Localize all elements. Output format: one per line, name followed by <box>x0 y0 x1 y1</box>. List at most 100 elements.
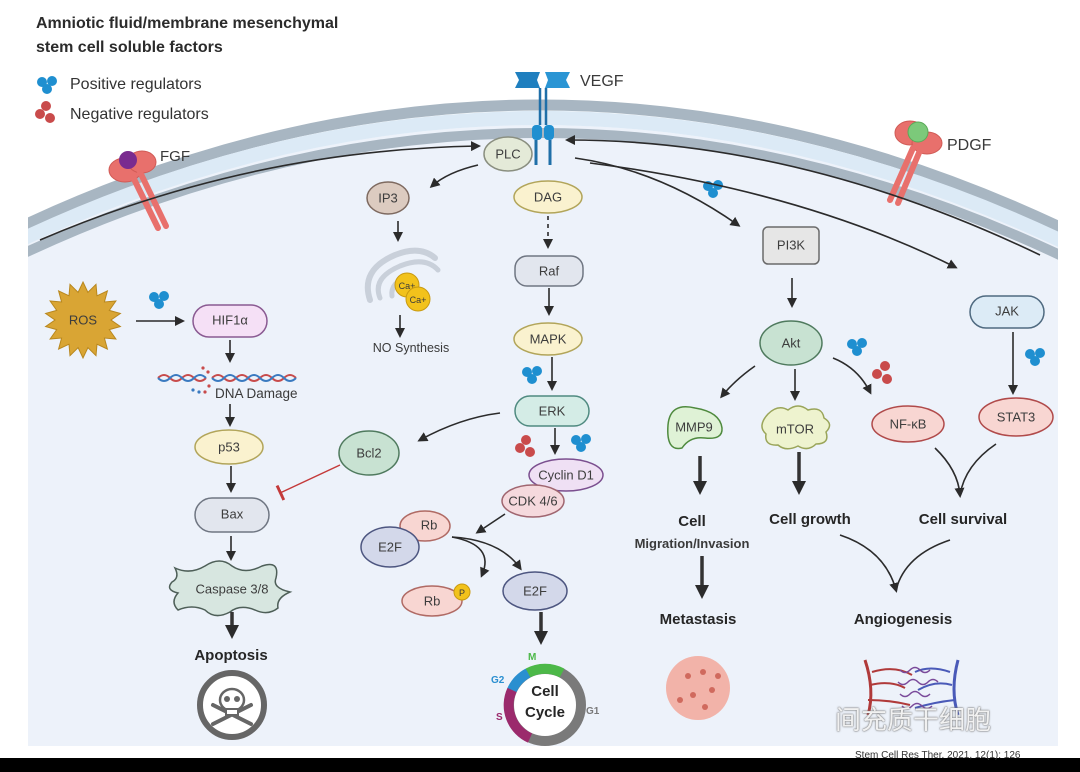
footer-bar <box>0 758 1080 772</box>
node-raf: Raf <box>514 255 584 287</box>
svg-text:E2F: E2F <box>378 539 402 554</box>
svg-text:PI3K: PI3K <box>777 237 806 252</box>
svg-text:JAK: JAK <box>995 303 1019 318</box>
svg-text:Cyclin D1: Cyclin D1 <box>538 467 594 482</box>
svg-text:Akt: Akt <box>782 335 801 350</box>
skull-crossbones-icon <box>197 670 267 740</box>
node-nfkb: NF-κB <box>871 405 945 443</box>
svg-text:ROS: ROS <box>69 312 98 327</box>
fgf-label: FGF <box>160 148 190 165</box>
node-caspase: Caspase 3/8 <box>168 560 293 617</box>
node-ip3: IP3 <box>366 181 410 215</box>
apoptosis-label: Apoptosis <box>194 647 267 664</box>
cell-cycle-label-2: Cycle <box>525 704 565 721</box>
positive-regulator-icon <box>1025 348 1045 366</box>
node-mmp9: MMP9 <box>667 406 723 450</box>
svg-text:p53: p53 <box>218 439 240 454</box>
blood-vessel-network-icon <box>863 659 960 716</box>
citation: Stem Cell Res Ther. 2021, 12(1): 126 <box>855 750 1021 761</box>
calcium-ion-2: Ca+ <box>405 286 431 312</box>
stat3-to-survival-arrow <box>959 443 997 496</box>
complex-to-rb-arrow <box>451 536 490 578</box>
diagram-title-line1: Amniotic fluid/membrane mesenchymal <box>36 15 338 32</box>
node-erk: ERK <box>514 395 590 427</box>
svg-text:Raf: Raf <box>539 263 560 278</box>
node-plc: PLC <box>483 136 533 172</box>
vegf-label: VEGF <box>580 73 624 90</box>
phosphate-icon: P <box>453 583 471 601</box>
node-rb-phosphorylated: Rb <box>401 585 463 617</box>
cell-survival-label: Cell survival <box>919 511 1007 528</box>
node-stat3: STAT3 <box>978 397 1054 437</box>
node-bax: Bax <box>194 497 270 533</box>
pdgf-to-plc-arrow <box>565 135 1041 256</box>
metastasis-label: Metastasis <box>660 611 737 628</box>
diagram-title-line2: stem cell soluble factors <box>36 39 223 56</box>
cell-growth-label: Cell growth <box>769 511 851 528</box>
node-mapk: MAPK <box>513 322 583 356</box>
no-synthesis-label: NO Synthesis <box>373 341 449 355</box>
tumor-cluster-icon <box>666 656 730 720</box>
svg-text:Ca+: Ca+ <box>410 295 427 305</box>
svg-text:MMP9: MMP9 <box>675 419 713 434</box>
cell-cycle-label-1: Cell <box>531 683 559 700</box>
svg-text:Rb: Rb <box>421 517 438 532</box>
legend-negative: Negative regulators <box>35 101 209 123</box>
survival-to-angiogenesis-arrow <box>895 539 951 591</box>
node-e2f-free: E2F <box>502 571 568 611</box>
bcl2-inhibits-bax <box>275 464 341 501</box>
node-bcl2: Bcl2 <box>338 430 400 476</box>
plc-to-ip3-arrow <box>429 164 479 188</box>
phase-g1-label: G1 <box>586 706 600 717</box>
svg-text:NF-κB: NF-κB <box>890 416 927 431</box>
pdgf-label: PDGF <box>947 137 992 154</box>
akt-to-mmp9-arrow <box>720 365 756 399</box>
growth-to-angiogenesis-arrow <box>839 534 899 593</box>
node-jak: JAK <box>969 295 1045 329</box>
negative-regulator-icon <box>872 361 892 384</box>
phase-m-label: M <box>528 652 536 663</box>
svg-text:mTOR: mTOR <box>776 421 814 436</box>
legend-positive-label: Positive regulators <box>70 76 202 93</box>
phase-s-label: S <box>496 712 503 723</box>
complex-to-e2f-arrow <box>451 536 522 571</box>
dna-damage-icon <box>157 366 297 394</box>
dna-damage-label: DNA Damage <box>215 386 298 401</box>
cell-migration-label-1: Cell <box>678 513 706 530</box>
cell-migration-label-2: Migration/Invasion <box>635 536 750 551</box>
positive-regulator-icon <box>37 76 57 94</box>
svg-text:PLC: PLC <box>495 146 520 161</box>
svg-text:CDK 4/6: CDK 4/6 <box>508 493 557 508</box>
node-ros: ROS <box>44 280 122 360</box>
svg-text:MAPK: MAPK <box>530 331 567 346</box>
node-p53: p53 <box>194 429 264 465</box>
svg-text:P: P <box>459 588 465 598</box>
negative-regulator-icon <box>35 101 55 123</box>
cdk-to-rb-arrow <box>475 513 506 534</box>
erk-to-bcl2-arrow <box>417 412 501 442</box>
positive-regulator-icon <box>703 180 723 198</box>
fgf-to-plc-arrow <box>39 141 481 241</box>
positive-regulator-icon <box>571 434 591 452</box>
plc-to-pi3k-arrow <box>574 157 741 227</box>
node-mtor: mTOR <box>761 405 831 450</box>
node-hif1a: HIF1α <box>192 304 268 338</box>
svg-text:Caspase 3/8: Caspase 3/8 <box>196 581 269 596</box>
svg-text:IP3: IP3 <box>378 190 398 205</box>
legend-negative-label: Negative regulators <box>70 106 209 123</box>
angiogenesis-label: Angiogenesis <box>854 611 952 628</box>
svg-text:Bax: Bax <box>221 506 244 521</box>
svg-text:Ca+: Ca+ <box>399 281 416 291</box>
node-cdk46: CDK 4/6 <box>501 484 565 518</box>
node-pi3k: PI3K <box>762 226 820 265</box>
svg-text:HIF1α: HIF1α <box>212 312 248 327</box>
node-cyclin-d1: Cyclin D1 <box>528 458 604 492</box>
negative-regulator-icon <box>515 435 535 457</box>
svg-text:Rb: Rb <box>424 593 441 608</box>
svg-text:ERK: ERK <box>539 403 566 418</box>
positive-regulator-icon <box>522 366 542 384</box>
pdgf-receptor-icon <box>887 120 943 206</box>
svg-text:Bcl2: Bcl2 <box>356 445 381 460</box>
node-dag: DAG <box>513 180 583 214</box>
